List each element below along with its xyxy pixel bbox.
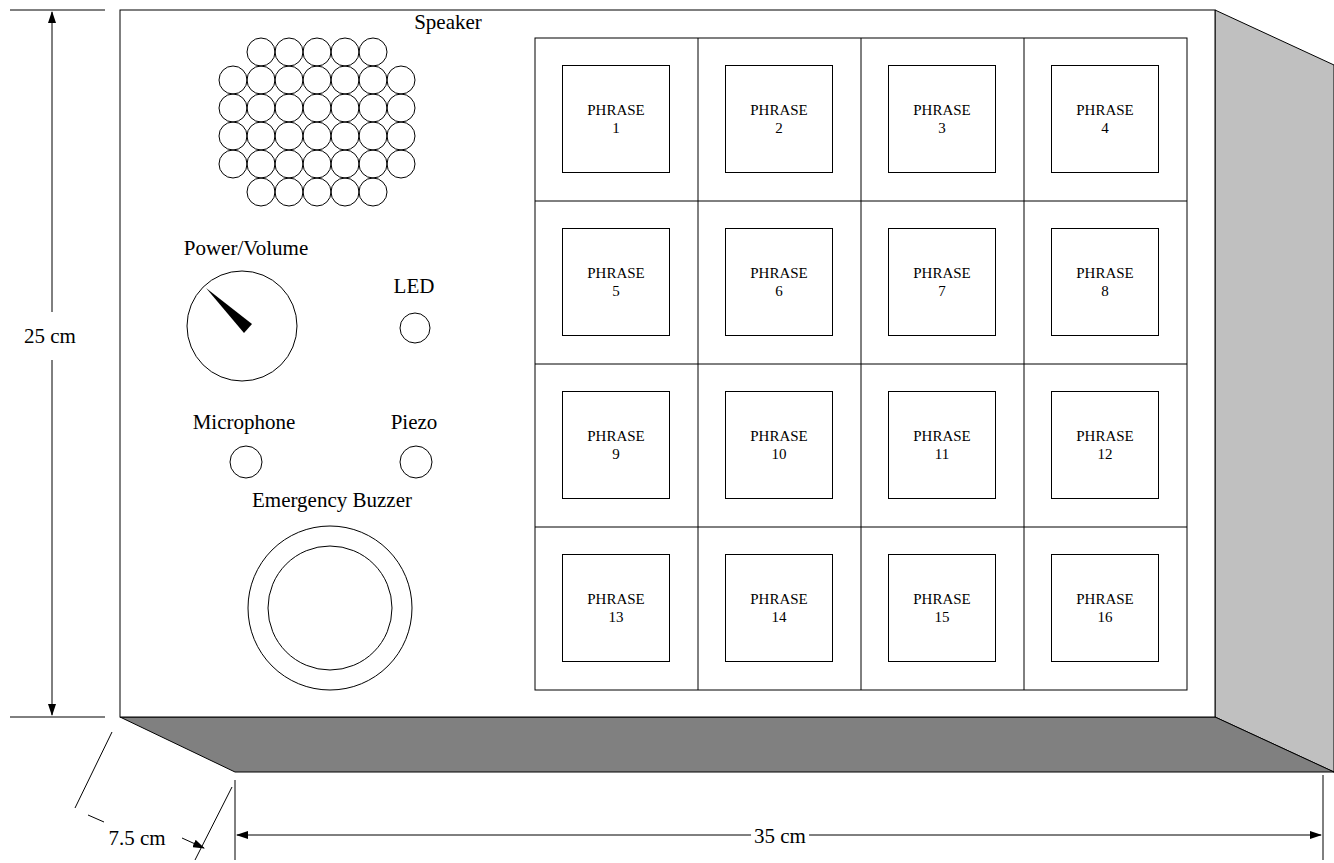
speaker-hole <box>247 94 275 122</box>
speaker-hole <box>247 178 275 206</box>
speaker-hole <box>303 94 331 122</box>
phrase-button: PHRASE 6 <box>725 228 833 336</box>
speaker-hole <box>387 150 415 178</box>
button-label: PHRASE 7 <box>913 264 971 300</box>
speaker-hole <box>331 66 359 94</box>
button-label: PHRASE 8 <box>1076 264 1134 300</box>
speaker-hole <box>359 38 387 66</box>
part-label: Power/Volume <box>181 236 311 261</box>
speaker-hole <box>303 38 331 66</box>
speaker-hole <box>359 94 387 122</box>
speaker-hole <box>331 150 359 178</box>
speaker-hole <box>303 122 331 150</box>
button-label: PHRASE 5 <box>587 264 645 300</box>
speaker-hole <box>247 66 275 94</box>
button-label: PHRASE 14 <box>750 590 808 626</box>
speaker-hole <box>275 150 303 178</box>
speaker-hole <box>219 94 247 122</box>
phrase-button: PHRASE 15 <box>888 554 996 662</box>
phrase-button: PHRASE 11 <box>888 391 996 499</box>
phrase-button: PHRASE 7 <box>888 228 996 336</box>
phrase-button: PHRASE 13 <box>562 554 670 662</box>
speaker-hole <box>387 66 415 94</box>
speaker-hole <box>303 150 331 178</box>
button-label: PHRASE 3 <box>913 101 971 137</box>
speaker-hole <box>387 122 415 150</box>
speaker-hole <box>331 94 359 122</box>
button-label: PHRASE 9 <box>587 427 645 463</box>
speaker-hole <box>219 150 247 178</box>
dimension-label: 25 cm <box>21 324 79 349</box>
button-label: PHRASE 1 <box>587 101 645 137</box>
part-label: LED <box>391 274 438 299</box>
phrase-button: PHRASE 3 <box>888 65 996 173</box>
part-label: Emergency Buzzer <box>249 488 415 513</box>
speaker-hole <box>359 66 387 94</box>
button-label: PHRASE 12 <box>1076 427 1134 463</box>
button-label: PHRASE 15 <box>913 590 971 626</box>
speaker-hole <box>331 178 359 206</box>
speaker-hole <box>303 66 331 94</box>
speaker-hole <box>359 122 387 150</box>
speaker-hole <box>303 178 331 206</box>
speaker-hole <box>247 122 275 150</box>
speaker-hole <box>331 122 359 150</box>
dimension-label: 7.5 cm <box>105 826 168 851</box>
phrase-button: PHRASE 16 <box>1051 554 1159 662</box>
phrase-button: PHRASE 12 <box>1051 391 1159 499</box>
button-label: PHRASE 4 <box>1076 101 1134 137</box>
button-label: PHRASE 11 <box>913 427 971 463</box>
speaker-hole <box>219 122 247 150</box>
button-label: PHRASE 16 <box>1076 590 1134 626</box>
phrase-button: PHRASE 8 <box>1051 228 1159 336</box>
phrase-button: PHRASE 14 <box>725 554 833 662</box>
speaker-hole <box>275 122 303 150</box>
speaker-hole <box>359 150 387 178</box>
phrase-button: PHRASE 2 <box>725 65 833 173</box>
phrase-button: PHRASE 9 <box>562 391 670 499</box>
phrase-button: PHRASE 1 <box>562 65 670 173</box>
speaker-hole <box>331 38 359 66</box>
dimension-label: 35 cm <box>751 824 809 849</box>
speaker-hole <box>275 38 303 66</box>
speaker-hole <box>247 38 275 66</box>
speaker-hole <box>275 66 303 94</box>
button-label: PHRASE 6 <box>750 264 808 300</box>
speaker-hole <box>247 150 275 178</box>
speaker-hole <box>275 178 303 206</box>
speaker-hole <box>359 178 387 206</box>
phrase-button: PHRASE 4 <box>1051 65 1159 173</box>
button-label: PHRASE 10 <box>750 427 808 463</box>
button-label: PHRASE 13 <box>587 590 645 626</box>
phrase-button: PHRASE 5 <box>562 228 670 336</box>
part-label: Microphone <box>190 410 299 435</box>
speaker-hole <box>387 94 415 122</box>
speaker-hole <box>219 66 247 94</box>
button-label: PHRASE 2 <box>750 101 808 137</box>
part-label: Speaker <box>411 10 485 35</box>
speaker-hole <box>275 94 303 122</box>
part-label: Piezo <box>388 410 441 435</box>
phrase-button: PHRASE 10 <box>725 391 833 499</box>
